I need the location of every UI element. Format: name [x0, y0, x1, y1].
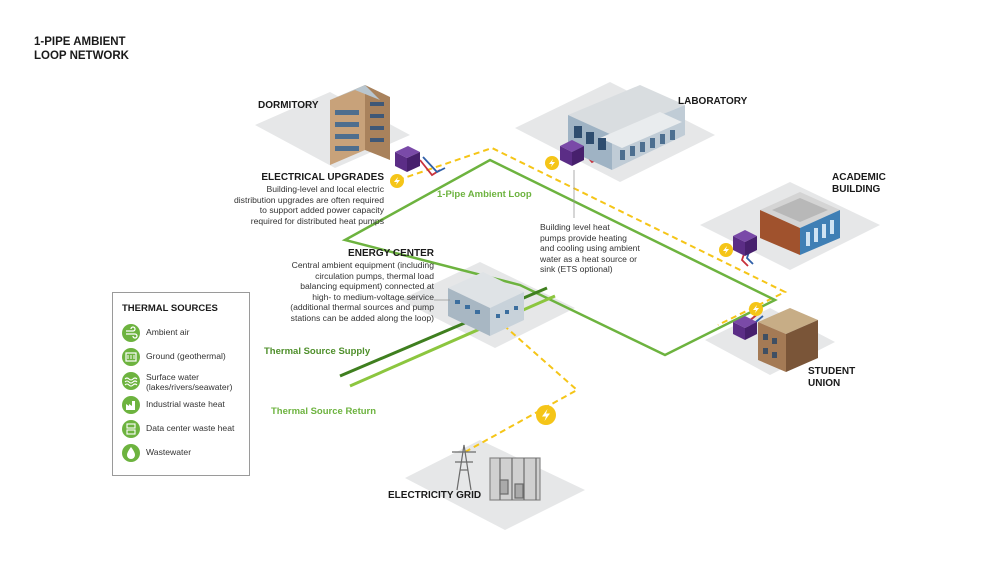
- energy-center-desc-line: high- to medium-voltage service: [312, 291, 434, 302]
- heat-pump-student-union: [733, 316, 757, 340]
- heat-pump-desc-line: sink (ETS optional): [540, 264, 613, 275]
- heat-pump-desc-line: water as a heat source or: [540, 253, 637, 264]
- legend-item-label: Data center waste heat: [146, 423, 235, 433]
- heat-pump-units: [395, 140, 757, 340]
- legend-item-data-center: Data center waste heat: [122, 420, 248, 440]
- title-line: 1-PIPE AMBIENT: [34, 36, 126, 48]
- server-icon: [122, 420, 140, 438]
- electricity-grid-substation: [452, 444, 541, 501]
- label-thermal-source-supply: Thermal Source Supply: [264, 346, 371, 357]
- legend-item-label: Industrial waste heat: [146, 399, 225, 409]
- legend-item-label: Surface water (lakes/rivers/seawater): [146, 372, 232, 392]
- legend-item-industrial-waste-heat: Industrial waste heat: [122, 396, 248, 416]
- lightning-icon: [536, 405, 556, 425]
- legend-item-label: Ambient air: [146, 327, 190, 337]
- legend-item-wastewater: Wastewater: [122, 444, 248, 464]
- label-line: ACADEMIC: [832, 172, 886, 183]
- electrical-upgrades-title: ELECTRICAL UPGRADES: [261, 172, 384, 183]
- label-academic-building: ACADEMIC BUILDING: [832, 172, 886, 196]
- energy-center-desc-line: stations can be added along the loop): [290, 312, 434, 323]
- label-line: UNION: [808, 378, 841, 389]
- label-dormitory: DORMITORY: [258, 100, 319, 111]
- ground-icon: [122, 348, 140, 366]
- energy-center-building: [448, 272, 524, 336]
- heat-pump-academic: [733, 230, 757, 256]
- wind-icon: [122, 324, 140, 342]
- legend-label-line: (lakes/rivers/seawater): [146, 382, 233, 392]
- lightning-icon: [719, 243, 733, 257]
- legend-label-line: Surface water: [146, 372, 200, 382]
- page-title: 1-PIPE AMBIENT LOOP NETWORK: [34, 35, 174, 63]
- legend-item-ambient-air: Ambient air: [122, 324, 248, 344]
- legend-title: THERMAL SOURCES: [122, 303, 218, 314]
- label-line: BUILDING: [832, 184, 881, 195]
- electrical-upgrades-line: Building-level and local electric: [266, 184, 384, 194]
- energy-center-desc-line: circulation pumps, thermal load: [315, 270, 434, 281]
- electrical-upgrades-line: required for distributed heat pumps: [250, 215, 384, 226]
- heat-pump-dormitory: [395, 146, 420, 172]
- lightning-icon: [390, 174, 404, 188]
- lightning-icon: [545, 156, 559, 170]
- laboratory-building: [568, 85, 685, 170]
- energy-center-desc-line: Central ambient equipment (including: [291, 260, 434, 270]
- energy-center-desc-line: balancing equipment) connected at: [300, 281, 434, 292]
- legend-item-label: Wastewater: [146, 447, 192, 457]
- heat-pump-desc-line: and cooling using ambient: [540, 243, 640, 254]
- legend-item-ground: Ground (geothermal): [122, 348, 248, 368]
- heat-pump-desc-line: pumps provide heating: [540, 232, 627, 243]
- electric-line-grid: [464, 321, 579, 453]
- factory-icon: [122, 396, 140, 414]
- heat-pump-callout: Building level heat pumps provide heatin…: [540, 222, 670, 275]
- title-line: LOOP NETWORK: [34, 50, 129, 62]
- heat-pump-laboratory: [560, 140, 584, 166]
- legend-item-label: Ground (geothermal): [146, 351, 226, 361]
- label-ambient-loop: 1-Pipe Ambient Loop: [437, 189, 532, 200]
- academic-building: [760, 192, 840, 255]
- droplet-icon: [122, 444, 140, 462]
- label-thermal-source-return: Thermal Source Return: [271, 406, 377, 417]
- label-student-union: STUDENT UNION: [808, 366, 855, 390]
- label-energy-center: ENERGY CENTER: [348, 248, 434, 259]
- water-waves-icon: [122, 372, 140, 390]
- energy-center-desc-line: (additional thermal sources and pump: [290, 302, 434, 313]
- label-line: STUDENT: [808, 366, 856, 377]
- lightning-icon: [749, 302, 763, 316]
- dormitory-building: [330, 85, 390, 165]
- electrical-upgrades-line: distribution upgrades are often required: [233, 194, 384, 205]
- energy-center-callout: ENERGY CENTER Central ambient equipment …: [262, 248, 434, 324]
- label-electricity-grid: ELECTRICITY GRID: [388, 490, 482, 501]
- heat-pump-desc-line: Building level heat: [540, 222, 610, 232]
- electrical-upgrades-callout: ELECTRICAL UPGRADES Building-level and l…: [188, 172, 384, 226]
- thermal-sources-legend: THERMAL SOURCES Ambient air Ground (geot…: [112, 292, 250, 476]
- student-union-building: [758, 308, 818, 372]
- label-laboratory: LABORATORY: [678, 96, 748, 107]
- electrical-upgrades-line: to support added power capacity: [259, 205, 384, 216]
- lightning-badges: [390, 156, 763, 425]
- legend-item-surface-water: Surface water (lakes/rivers/seawater): [122, 372, 248, 392]
